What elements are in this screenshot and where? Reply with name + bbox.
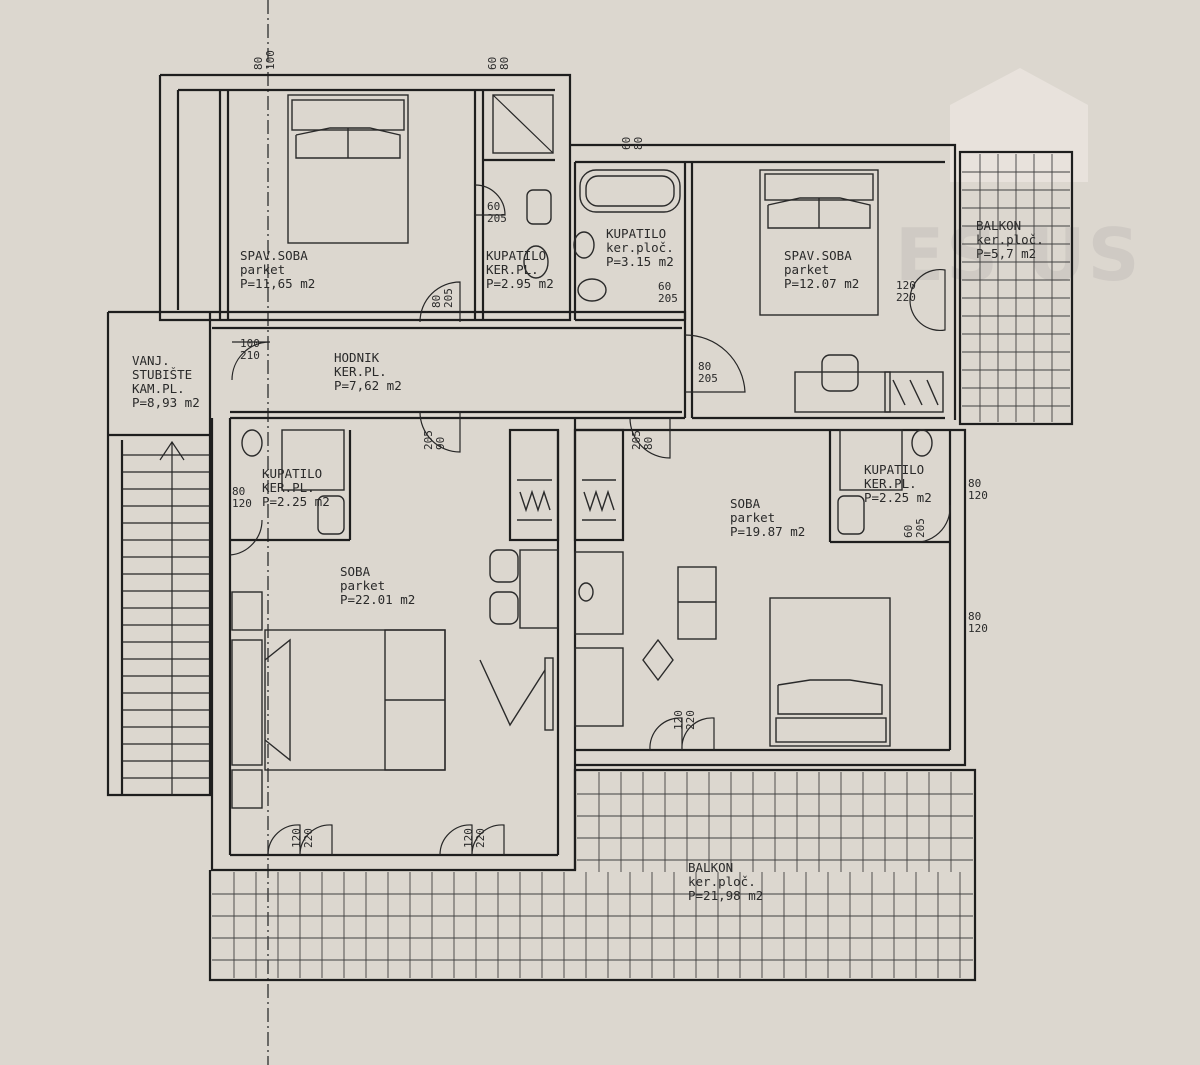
tv-unit bbox=[544, 657, 554, 731]
room-label-hodnik: HODNIK KER.PL. P=7,62 m2 bbox=[334, 350, 402, 393]
room-label-spav1: SPAV.SOBA parket P=11,65 m2 bbox=[240, 248, 315, 291]
room-label-kup4: KUPATILO KER.PL. P=2.25 m2 bbox=[864, 462, 932, 505]
toilet-kup1 bbox=[523, 245, 549, 279]
doors[interactable] bbox=[229, 184, 951, 856]
dim-d2: 6080 bbox=[486, 57, 511, 70]
door-balkon1-b[interactable] bbox=[909, 299, 946, 332]
dim-d10: 20590 bbox=[422, 430, 447, 450]
dim-d5: 80205 bbox=[430, 288, 455, 308]
dim-d14: 60205 bbox=[902, 518, 927, 538]
room-label-kup3: KUPATILO KER.PL. P=2.25 m2 bbox=[262, 466, 330, 509]
door-spav2[interactable] bbox=[684, 334, 746, 393]
watermark-logo-house bbox=[950, 68, 1088, 182]
toilet-kup2 bbox=[577, 278, 607, 302]
balcony-tiles-bottom bbox=[212, 772, 973, 978]
stairs bbox=[122, 454, 210, 779]
kitchen-sink bbox=[574, 551, 624, 635]
door-balcony-soba1-b[interactable] bbox=[439, 824, 505, 856]
table-soba2 bbox=[642, 638, 674, 682]
dim-d1: 80100 bbox=[252, 50, 277, 70]
dim-d18: 120220 bbox=[462, 828, 487, 848]
walls bbox=[106, 73, 1074, 982]
bathtub-kup2 bbox=[579, 169, 681, 213]
shower-kup1 bbox=[492, 94, 554, 154]
door-spav1[interactable] bbox=[419, 281, 461, 323]
room-label-balkon1: BALKON ker.ploč. P=5,7 m2 bbox=[976, 218, 1051, 261]
chair-spav2 bbox=[821, 354, 859, 392]
kitchen-island bbox=[519, 549, 559, 629]
furniture bbox=[231, 94, 944, 809]
watermark-text: ES US bbox=[895, 213, 1141, 297]
door-balkon1-a[interactable] bbox=[909, 268, 946, 301]
nightstand-1 bbox=[231, 591, 263, 631]
desk-spav2 bbox=[794, 371, 891, 413]
dim-d16: 120220 bbox=[672, 710, 697, 730]
room-label-spav2: SPAV.SOBA parket P=12.07 m2 bbox=[784, 248, 859, 291]
bed-spav2 bbox=[759, 169, 879, 316]
sink-kup2 bbox=[573, 231, 595, 259]
room-labels: SPAV.SOBA parket P=11,65 m2 KUPATILO KER… bbox=[132, 218, 1051, 903]
sink-kup4 bbox=[837, 495, 865, 535]
dim-d11: 20580 bbox=[630, 430, 655, 450]
closet-hangers bbox=[517, 479, 616, 521]
watermark: ES US bbox=[895, 68, 1141, 297]
balcony-tiles-top bbox=[962, 154, 1070, 422]
sofa-soba2 bbox=[677, 566, 717, 640]
door-soba2[interactable] bbox=[629, 417, 671, 459]
bed-soba1 bbox=[264, 629, 446, 771]
dim-d3: 6080 bbox=[620, 137, 645, 150]
stool-2 bbox=[489, 591, 519, 625]
headboard-soba1 bbox=[231, 639, 263, 766]
room-label-stub: VANJ. STUBIŠTE KAM.PL. P=8,93 m2 bbox=[132, 353, 200, 410]
bed-spav1 bbox=[287, 94, 409, 244]
tv-angle bbox=[479, 659, 546, 727]
room-label-balkon2: BALKON ker.ploč. P=21,98 m2 bbox=[688, 860, 763, 903]
door-balcony-soba2[interactable] bbox=[649, 717, 715, 751]
kitchen-counter bbox=[574, 647, 624, 727]
door-soba1[interactable] bbox=[419, 411, 461, 453]
door-kup3[interactable] bbox=[229, 519, 263, 556]
sink-kup1 bbox=[526, 189, 552, 225]
bed-soba2 bbox=[769, 597, 891, 747]
stool-1 bbox=[489, 549, 519, 583]
toilet-kup4 bbox=[911, 429, 933, 457]
dim-d17: 120220 bbox=[290, 828, 315, 848]
door-kup1[interactable] bbox=[474, 184, 506, 216]
door-balcony-soba1-a[interactable] bbox=[267, 824, 333, 856]
toilet-kup3 bbox=[241, 429, 263, 457]
shower-kup4 bbox=[839, 429, 903, 491]
room-label-soba1: SOBA parket P=22.01 m2 bbox=[340, 564, 415, 607]
nightstand-2 bbox=[231, 769, 263, 809]
room-label-soba2: SOBA parket P=19.87 m2 bbox=[730, 496, 805, 539]
sink-kup3 bbox=[317, 495, 345, 535]
room-label-kup1: KUPATILO KER.PL. P=2.95 m2 bbox=[486, 248, 554, 291]
door-stub[interactable] bbox=[231, 341, 271, 381]
door-kup4[interactable] bbox=[909, 504, 951, 543]
shower-kup3 bbox=[281, 429, 345, 491]
wardrobe-spav2 bbox=[884, 371, 944, 413]
room-label-kup2: KUPATILO ker.ploč. P=3.15 m2 bbox=[606, 226, 681, 269]
